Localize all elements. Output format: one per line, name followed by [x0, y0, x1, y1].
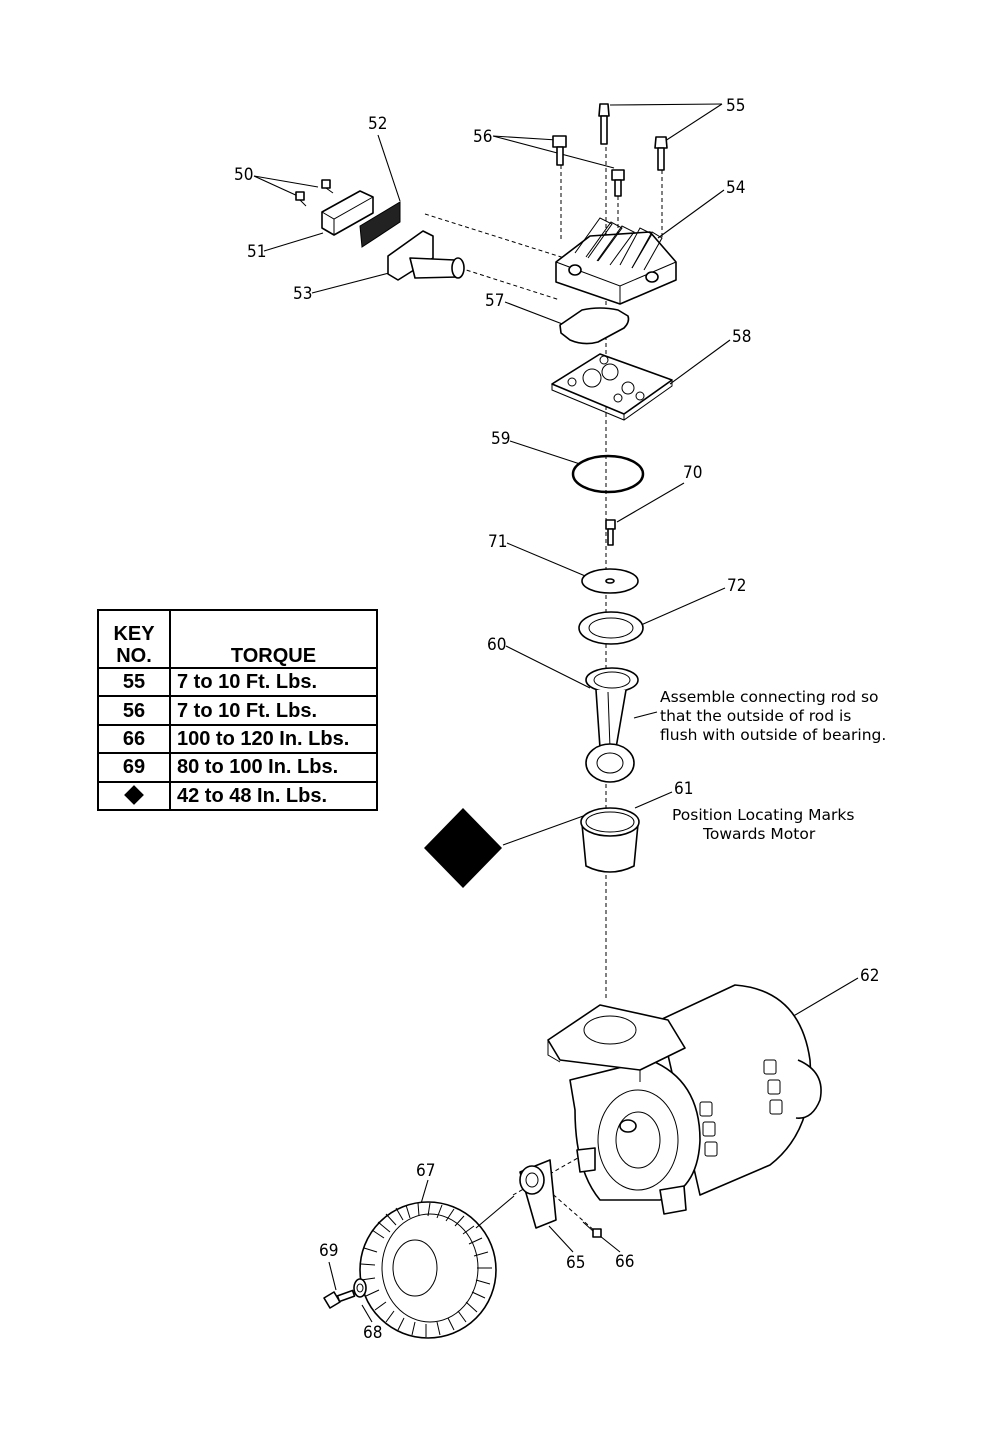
row-key: 56	[99, 695, 171, 726]
callout-69: 69	[319, 1241, 338, 1261]
cylinder-head-54	[555, 217, 677, 305]
motor-crankcase-62	[547, 984, 822, 1215]
note-connecting-rod-3: flush with outside of bearing.	[660, 726, 886, 744]
row-key: 69	[99, 752, 171, 783]
bearing-61	[580, 807, 640, 873]
callout-61: 61	[674, 779, 693, 799]
callout-67: 67	[416, 1161, 435, 1181]
bolt-55b-icon	[654, 136, 668, 171]
row-torque: 80 to 100 In. Lbs.	[169, 752, 376, 783]
callout-54: 54	[726, 178, 745, 198]
valve-plate-58	[551, 353, 673, 421]
bolt-55a-icon	[598, 103, 610, 145]
fan-67	[359, 1195, 515, 1339]
bolt-56b-icon	[611, 169, 625, 197]
callout-52: 52	[368, 114, 387, 134]
screw-50a-icon	[321, 179, 334, 194]
callout-68: 68	[363, 1323, 382, 1343]
callout-65: 65	[566, 1253, 585, 1273]
callout-53: 53	[293, 284, 312, 304]
row-torque: 7 to 10 Ft. Lbs.	[169, 666, 376, 698]
header-torque: TORQUE	[169, 611, 376, 669]
retainer-71	[581, 568, 639, 594]
table-row: 42 to 48 In. Lbs.	[99, 780, 376, 809]
eccentric-65	[519, 1159, 557, 1229]
set-screw-66-icon	[582, 1221, 602, 1238]
row-torque: 42 to 48 In. Lbs.	[169, 780, 376, 809]
leader-lines	[253, 103, 859, 1323]
row-torque: 100 to 120 In. Lbs.	[169, 723, 376, 755]
connecting-rod-60	[585, 667, 639, 783]
table-row: 55 7 to 10 Ft. Lbs.	[99, 666, 376, 698]
o-ring-59	[571, 454, 645, 494]
table-row: 56 7 to 10 Ft. Lbs.	[99, 695, 376, 726]
note-locating-marks-2: Towards Motor	[702, 825, 816, 843]
filter-element-52	[359, 201, 401, 248]
table-row: 66 100 to 120 In. Lbs.	[99, 723, 376, 755]
callout-50: 50	[234, 165, 253, 185]
row-torque: 7 to 10 Ft. Lbs.	[169, 695, 376, 726]
callout-55: 55	[726, 96, 745, 116]
intake-filter-assembly	[295, 179, 465, 281]
filter-cover-51	[321, 190, 374, 236]
table-row: 69 80 to 100 In. Lbs.	[99, 752, 376, 783]
callout-57: 57	[485, 291, 504, 311]
callout-70: 70	[683, 463, 702, 483]
callout-72: 72	[727, 576, 746, 596]
note-connecting-rod-1: Assemble connecting rod so	[660, 688, 879, 706]
bolt-56a-icon	[552, 135, 567, 166]
note-locating-marks-1: Position Locating Marks	[672, 806, 854, 824]
diamond-icon	[424, 808, 502, 888]
callout-71: 71	[488, 532, 507, 552]
row-key: 55	[99, 666, 171, 698]
washer-68-icon	[353, 1278, 367, 1298]
row-key-diamond	[99, 780, 171, 809]
head-bolts	[552, 103, 668, 197]
callout-59: 59	[491, 429, 510, 449]
screw-70-icon	[605, 519, 616, 546]
row-key: 66	[99, 723, 171, 755]
diamond-icon	[124, 784, 144, 805]
callout-56: 56	[473, 127, 492, 147]
note-connecting-rod-2: that the outside of rod is	[660, 707, 851, 725]
callout-60: 60	[487, 635, 506, 655]
screw-50b-icon	[295, 191, 307, 207]
callout-51: 51	[247, 242, 266, 262]
callout-66: 66	[615, 1252, 634, 1272]
fan-bolt-69-icon	[323, 1289, 356, 1309]
gasket-57	[559, 307, 630, 345]
callout-62: 62	[860, 966, 879, 986]
cup-seal-72	[578, 611, 644, 645]
callout-58: 58	[732, 327, 751, 347]
filter-body-53	[387, 230, 434, 281]
